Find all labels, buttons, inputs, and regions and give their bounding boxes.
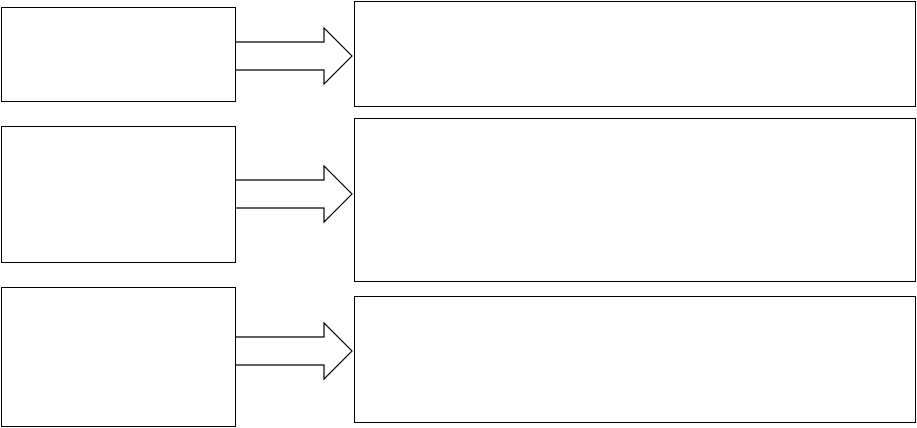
right-block-arrow-icon — [236, 26, 353, 86]
diagram-row-1 — [1, 1, 916, 107]
right-block-arrow-icon — [236, 164, 353, 224]
right-block-arrow-icon — [236, 321, 353, 381]
right-box-3 — [354, 296, 916, 423]
diagram-row-2 — [1, 118, 916, 282]
left-box-1 — [1, 7, 236, 102]
right-box-2 — [354, 118, 916, 282]
diagram-row-3 — [1, 287, 916, 427]
right-box-1 — [354, 1, 916, 107]
left-box-2 — [1, 126, 236, 263]
left-box-3 — [1, 287, 236, 427]
